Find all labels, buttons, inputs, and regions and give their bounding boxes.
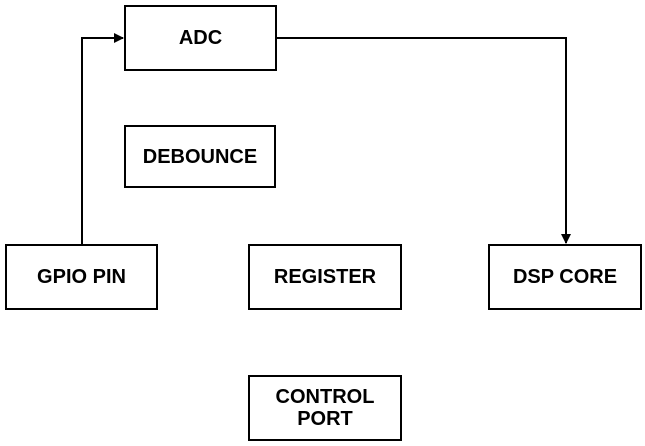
control-port-label-line-2: PORT xyxy=(297,408,353,430)
adc-block[interactable]: ADC xyxy=(124,5,277,71)
connector-adc-to-dsp-core xyxy=(277,37,571,244)
register-block[interactable]: REGISTER xyxy=(248,244,402,310)
control-port-label: CONTROL PORT xyxy=(276,386,375,430)
debounce-block[interactable]: DEBOUNCE xyxy=(124,125,276,188)
dsp-core-block[interactable]: DSP CORE xyxy=(488,244,642,310)
control-port-label-line-1: CONTROL xyxy=(275,386,375,408)
debounce-label: DEBOUNCE xyxy=(142,145,258,168)
control-port-block[interactable]: CONTROL PORT xyxy=(248,375,402,441)
gpio-pin-block[interactable]: GPIO PIN xyxy=(5,244,158,310)
connector-gpio-pin-to-adc xyxy=(81,33,124,244)
register-label: REGISTER xyxy=(273,266,377,288)
gpio-pin-label: GPIO PIN xyxy=(37,266,126,288)
adc-label: ADC xyxy=(178,27,223,49)
dsp-core-label: DSP CORE xyxy=(512,266,618,288)
